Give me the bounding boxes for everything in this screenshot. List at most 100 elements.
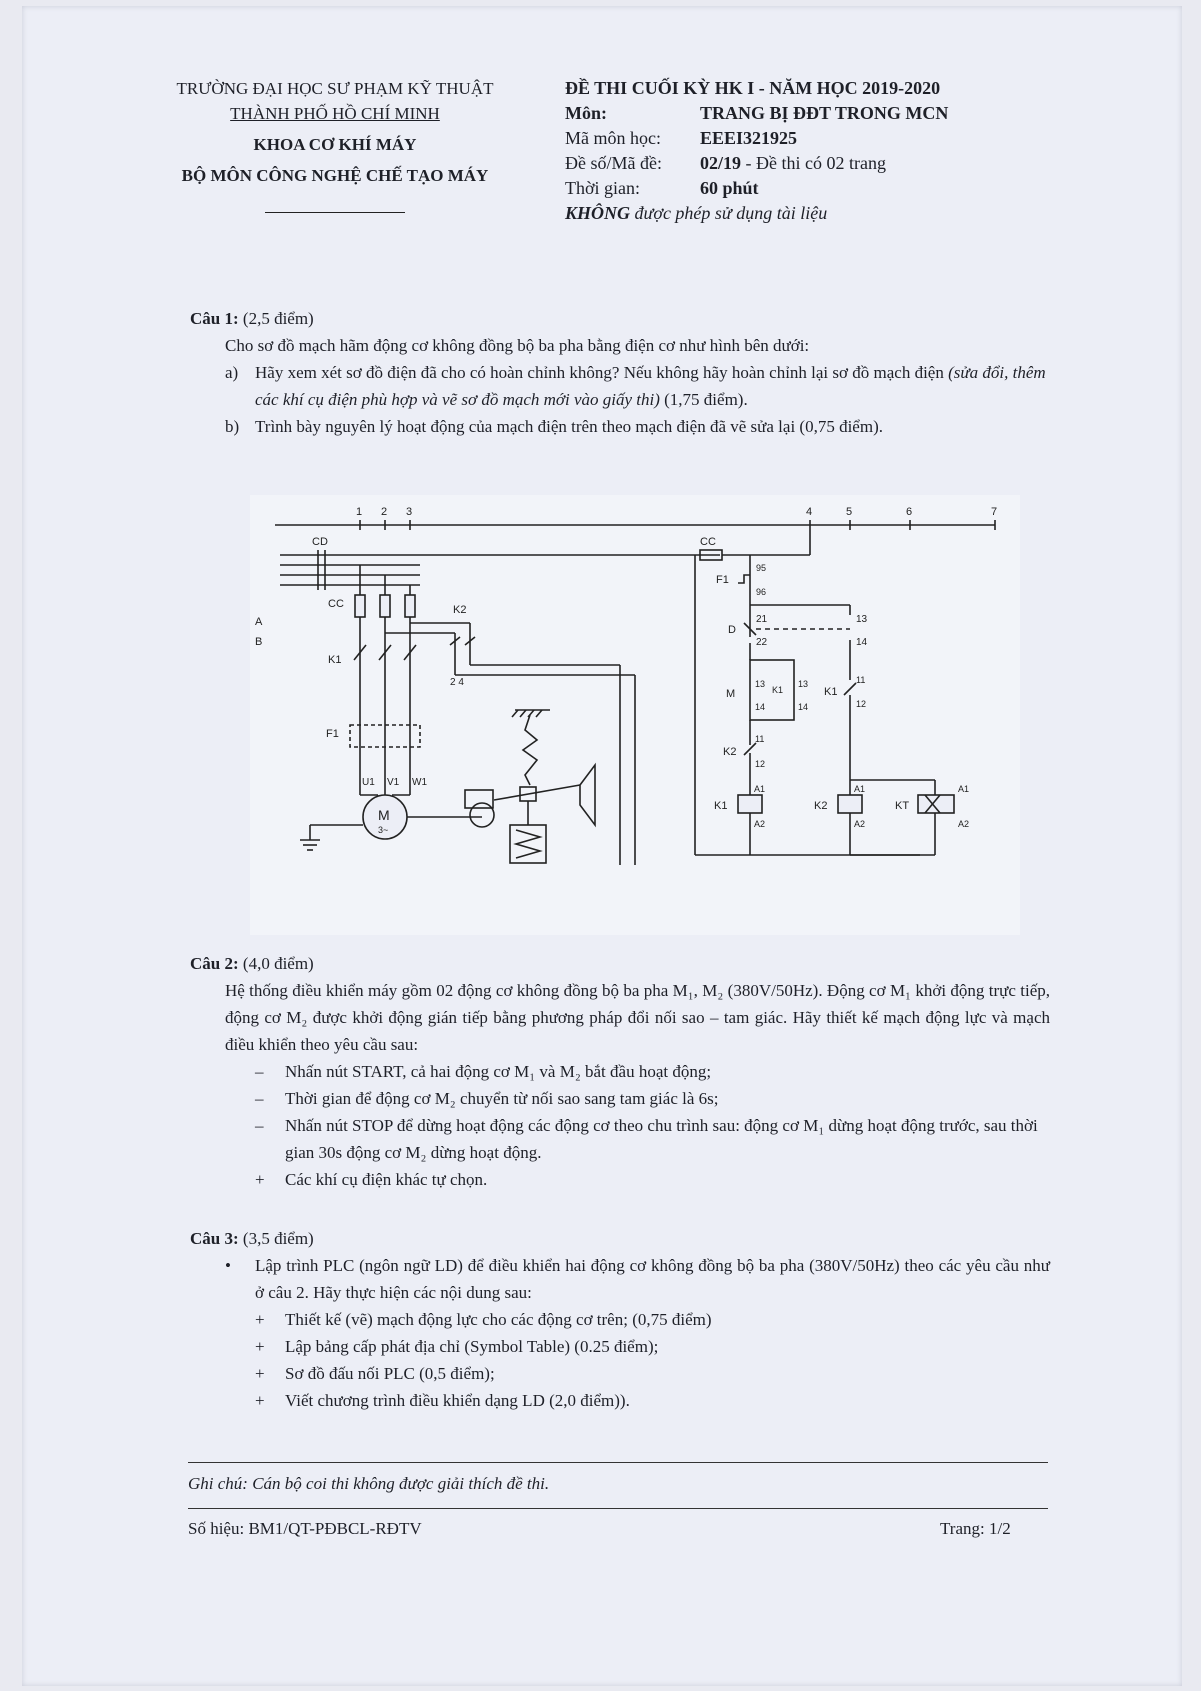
label-k1: K1	[328, 654, 341, 666]
q1-part-a: a) Hãy xem xét sơ đồ điện đã cho có hoàn…	[190, 359, 1050, 413]
header-divider	[265, 212, 405, 213]
label-13-k1: 13	[798, 679, 808, 689]
label-14-k1: 14	[798, 702, 808, 712]
q2-item: –Nhấn nút STOP để dừng hoạt động các độn…	[255, 1112, 1050, 1166]
label-a1-k2: A1	[854, 784, 865, 794]
label-12-k2: 12	[755, 759, 765, 769]
label-13-m: 13	[755, 679, 765, 689]
label-a1-k1: A1	[754, 784, 765, 794]
label-f1-control: F1	[716, 574, 729, 586]
footer-divider	[188, 1508, 1048, 1509]
label-k2: K2	[453, 604, 466, 616]
label-cd: CD	[312, 536, 328, 548]
code-label: Mã môn học:	[565, 128, 661, 148]
q3-bullet: •	[225, 1256, 231, 1275]
q3-item-marker: +	[255, 1364, 265, 1383]
label-k2-nc: K2	[723, 746, 736, 758]
faculty-name: KHOA CƠ KHÍ MÁY	[253, 135, 417, 154]
label-k2-coil: K2	[814, 800, 827, 812]
q3-intro-text: Lập trình PLC (ngôn ngữ LD) để điều khiể…	[255, 1256, 1050, 1302]
q1-a-marker: a)	[225, 363, 239, 382]
q1-a-points: (1,75 điểm).	[664, 390, 748, 409]
q2-item-marker: –	[255, 1116, 264, 1135]
subject-code: EEEI321925	[700, 128, 798, 148]
q1-intro: Cho sơ đồ mạch hãm động cơ không đồng bộ…	[225, 336, 810, 355]
q2-item-marker: –	[255, 1062, 264, 1081]
q1-points: (2,5 điểm)	[242, 309, 314, 328]
label-f1: F1	[326, 728, 339, 740]
subject-label: Môn:	[565, 103, 607, 123]
question-2: Câu 2: (4,0 điểm) Hệ thống điều khiển má…	[190, 950, 1050, 1193]
q2-item: –Thời gian để động cơ M₂ chuyển từ nối s…	[255, 1085, 1050, 1112]
label-m: M	[726, 688, 735, 700]
label-a2-k2: A2	[854, 819, 865, 829]
q3-item: +Lập bảng cấp phát địa chỉ (Symbol Table…	[255, 1333, 1050, 1360]
header-right: ĐỀ THI CUỐI KỲ HK I - NĂM HỌC 2019-2020 …	[565, 76, 948, 226]
q3-item-text: Lập bảng cấp phát địa chỉ (Symbol Table)…	[285, 1337, 659, 1356]
diagram-col-1: 1	[356, 506, 362, 518]
header-left: TRƯỜNG ĐẠI HỌC SƯ PHẠM KỸ THUẬT THÀNH PH…	[135, 76, 535, 213]
label-22: 22	[756, 637, 768, 648]
q1-a-text: Hãy xem xét sơ đồ điện đã cho có hoàn ch…	[255, 363, 944, 382]
label-k2-pins-bottom: 2 4	[450, 677, 464, 688]
q2-item-text: Các khí cụ điện khác tự chọn.	[285, 1170, 488, 1189]
q2-item: – Nhấn nút START, cả hai động cơ M₁ và M₂…	[255, 1058, 1050, 1085]
q1-b-marker: b)	[225, 417, 240, 436]
diagram-col-5: 5	[846, 506, 852, 518]
exam-sheet	[22, 6, 1182, 1686]
label-11-k2: 11	[755, 734, 764, 744]
label-14-d: 14	[856, 637, 868, 648]
footer-note: Ghi chú: Cán bộ coi thi không được giải …	[188, 1474, 550, 1493]
doc-code: Số hiệu: BM1/QT-PĐBCL-RĐTV	[188, 1519, 422, 1538]
q1-title: Câu 1:	[190, 309, 239, 328]
label-cc: CC	[328, 598, 344, 610]
not-allowed-text: được phép sử dụng tài liệu	[634, 203, 828, 223]
label-w1: W1	[412, 777, 427, 788]
label-cc-control: CC	[700, 536, 716, 548]
page-number: Trang: 1/2	[940, 1519, 1011, 1538]
q2-item: + Các khí cụ điện khác tự chọn.	[255, 1166, 1050, 1193]
label-d: D	[728, 624, 736, 636]
pages-text: - Đề thi có 02 trang	[745, 153, 886, 173]
q3-item: + Sơ đồ đấu nối PLC (0,5 điểm);	[255, 1360, 1050, 1387]
motor-label: M	[378, 807, 390, 823]
q3-item-marker: +	[255, 1310, 265, 1329]
label-11-k1: 11	[856, 675, 865, 685]
q2-item-marker: –	[255, 1089, 264, 1108]
q2-item-marker: +	[255, 1170, 265, 1189]
diagram-col-7: 7	[991, 506, 997, 518]
q1-part-b: b) Trình bày nguyên lý hoạt động của mạc…	[190, 413, 1050, 440]
school-city: THÀNH PHỐ HỒ CHÍ MINH	[230, 104, 440, 123]
label-21: 21	[756, 614, 768, 625]
q3-intro: • Lập trình PLC (ngôn ngữ LD) để điều kh…	[190, 1252, 1050, 1306]
q3-title: Câu 3:	[190, 1229, 239, 1248]
q2-title: Câu 2:	[190, 954, 239, 973]
note-divider	[188, 1462, 1048, 1463]
label-95: 95	[756, 563, 766, 573]
q1-b-text: Trình bày nguyên lý hoạt động của mạch đ…	[255, 417, 883, 436]
label-a2-kt: A2	[958, 819, 969, 829]
diagram-col-2: 2	[381, 506, 387, 518]
q3-points: (3,5 điểm)	[242, 1229, 314, 1248]
q2-intro: Hệ thống điều khiển máy gồm 02 động cơ k…	[225, 981, 1050, 1054]
question-1: Câu 1: (2,5 điểm) Cho sơ đồ mạch hãm độn…	[190, 305, 1050, 440]
exam-title: ĐỀ THI CUỐI KỲ HK I - NĂM HỌC 2019-2020	[565, 78, 941, 98]
q3-item: +Viết chương trình điều khiển dạng LD (2…	[255, 1387, 1050, 1414]
label-kt: KT	[895, 800, 909, 812]
braking-circuit-diagram: 1 2 3 4 5 6 7 CD CC CC K2 A B 2 4 K1 F1 …	[250, 495, 1020, 935]
department-name: BỘ MÔN CÔNG NGHỆ CHẾ TẠO MÁY	[181, 166, 489, 185]
label-a2-k1: A2	[754, 819, 765, 829]
exam-no-label: Đề số/Mã đề:	[565, 153, 662, 173]
q2-item-text: Nhấn nút START, cả hai động cơ M₁ và M₂ …	[285, 1062, 712, 1081]
label-a: A	[255, 616, 263, 628]
time-label: Thời gian:	[565, 178, 641, 198]
not-allowed-bold: KHÔNG	[565, 203, 631, 223]
diagram-col-3: 3	[406, 506, 412, 518]
q3-item-text: Sơ đồ đấu nối PLC (0,5 điểm);	[285, 1364, 495, 1383]
question-3: Câu 3: (3,5 điểm) • Lập trình PLC (ngôn …	[190, 1225, 1050, 1414]
q3-item-text: Viết chương trình điều khiển dạng LD (2,…	[285, 1391, 630, 1410]
label-v1: V1	[387, 777, 400, 788]
label-k1-nc: K1	[824, 686, 837, 698]
q1-a-italic: (sửa đổi, thêm các khí cụ điện phù hợp v…	[255, 363, 1046, 409]
label-u1: U1	[362, 777, 375, 788]
